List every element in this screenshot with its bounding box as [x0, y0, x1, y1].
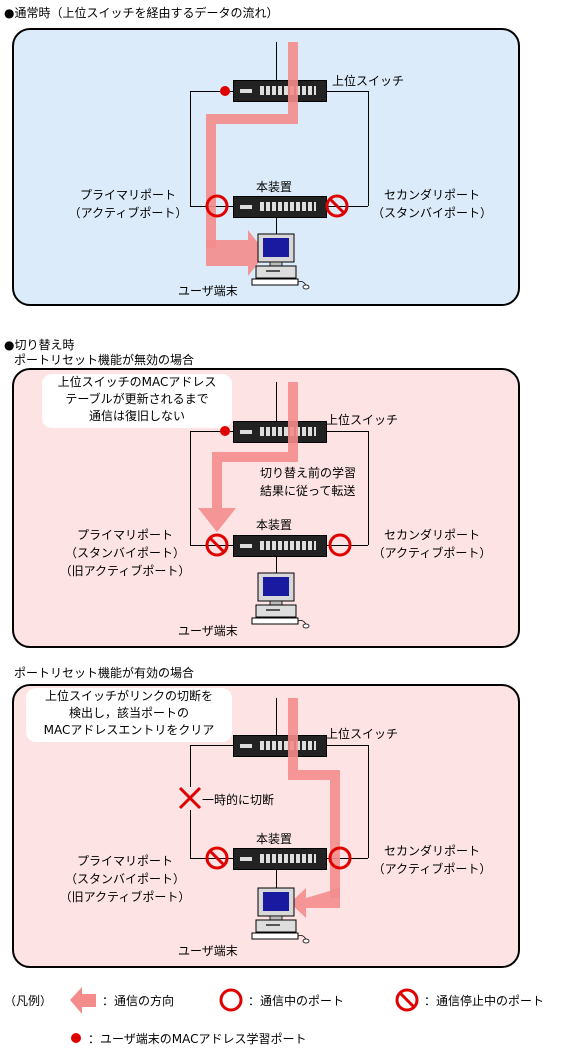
- user-terminal-icon: [251, 233, 310, 290]
- secondary-port-label: セカンダリポート （スタンバイポート）: [362, 186, 502, 222]
- primary-port-name: プライマリポート: [79, 188, 176, 202]
- wire-left-bottom: [190, 858, 234, 859]
- wire-right-top: [326, 745, 368, 746]
- secondary-port-state: （アクティブポート）: [372, 862, 492, 876]
- wire-right-top: [326, 431, 368, 432]
- traffic-arrow: [198, 382, 298, 532]
- legend-learning-dot-icon: [71, 1033, 81, 1043]
- legend-active-port-icon: [219, 988, 243, 1012]
- secondary-port-state: （アクティブポート）: [372, 546, 492, 560]
- primary-port-state: （アクティブポート）: [68, 206, 188, 220]
- wire-right: [368, 431, 369, 545]
- learning-note: 切り替え前の学習 結果に従って転送: [260, 464, 356, 500]
- device-label: 本装置: [256, 518, 293, 532]
- secondary-port-label: セカンダリポート （アクティブポート）: [362, 526, 502, 562]
- callout-line: 検出し，該当ポートの: [68, 706, 189, 720]
- legend-learning-text: ：ユーザ端末のMACアドレス学習ポート: [88, 1032, 307, 1046]
- wire-right-top: [326, 91, 368, 92]
- callout-line: MACアドレスエントリをクリア: [43, 723, 215, 737]
- stopped-port-icon: [325, 194, 349, 218]
- wire-left-top: [190, 745, 234, 746]
- terminal-label: ユーザ端末: [178, 284, 238, 298]
- secondary-port-state: （スタンバイポート）: [371, 206, 492, 220]
- primary-port-name: プライマリポート: [76, 528, 173, 542]
- uplink-line: [276, 42, 277, 80]
- device-switch: [233, 535, 327, 557]
- device-switch: [233, 848, 327, 870]
- secondary-port-label: セカンダリポート （アクティブポート）: [362, 842, 502, 878]
- section3-subtitle: ポートリセット機能が有効の場合: [14, 666, 195, 680]
- section2-subtitle: ポートリセット機能が無効の場合: [14, 353, 195, 367]
- device-to-terminal-line: [276, 868, 277, 888]
- wire-right: [368, 745, 369, 858]
- mac-learning-port-dot: [220, 86, 230, 96]
- primary-port-label: プライマリポート （スタンバイポート） （旧アクティブポート）: [50, 852, 200, 906]
- section1-title: ●通常時（上位スイッチを経由するデータの流れ）: [4, 6, 279, 20]
- device-label: 本装置: [256, 180, 293, 194]
- primary-port-state: （スタンバイポート）: [64, 546, 185, 560]
- secondary-port-name: セカンダリポート: [383, 188, 480, 202]
- device-to-terminal-line: [276, 555, 277, 575]
- learning-note-line: 切り替え前の学習: [260, 466, 357, 480]
- legend-stopped-text: ：通信停止中のポート: [424, 994, 545, 1008]
- upper-switch-label: 上位スイッチ: [332, 74, 405, 88]
- link-cut-icon: [178, 786, 202, 810]
- secondary-port-name: セカンダリポート: [383, 844, 480, 858]
- terminal-label: ユーザ端末: [178, 944, 238, 958]
- traffic-arrow: [206, 42, 298, 276]
- learning-note-line: 結果に従って転送: [260, 484, 356, 498]
- stopped-port-icon: [205, 846, 229, 870]
- legend-label: （凡例）: [4, 994, 53, 1008]
- callout-line: 通信は復旧しない: [88, 409, 185, 423]
- user-terminal-icon: [251, 572, 310, 629]
- uplink-line: [276, 698, 277, 736]
- device-label: 本装置: [256, 832, 293, 846]
- traffic-arrow: [288, 698, 340, 918]
- wire-left-top: [190, 91, 234, 92]
- secondary-port-name: セカンダリポート: [383, 528, 480, 542]
- legend-active-text: ：通信中のポート: [248, 994, 345, 1008]
- uplink-line: [276, 382, 277, 422]
- legend-direction-text: ：通信の方向: [102, 994, 175, 1008]
- upper-switch-label: 上位スイッチ: [326, 413, 399, 427]
- primary-port-former-state: （旧アクティブポート）: [59, 890, 191, 904]
- link-cut-label: 一時的に切断: [202, 793, 275, 807]
- primary-port-former-state: （旧アクティブポート）: [59, 564, 191, 578]
- wire-left: [190, 431, 191, 545]
- primary-port-name: プライマリポート: [76, 854, 173, 868]
- wire-left-top: [190, 431, 234, 432]
- wire-right-bottom: [326, 545, 368, 546]
- callout-line: 上位スイッチがリンクの切断を: [44, 689, 213, 703]
- terminal-label: ユーザ端末: [178, 624, 238, 638]
- legend-stopped-port-icon: [395, 988, 419, 1012]
- wire-right: [368, 91, 369, 206]
- wire-right-bottom: [326, 858, 368, 859]
- active-port-icon: [205, 194, 229, 218]
- wire-left-upper: [190, 745, 191, 787]
- active-port-icon: [328, 533, 352, 557]
- stopped-port-icon: [205, 533, 229, 557]
- wire-left-bottom: [190, 545, 234, 546]
- mac-learning-port-dot: [220, 426, 230, 436]
- callout-line: テーブルが更新されるまで: [65, 392, 209, 406]
- primary-port-label: プライマリポート （スタンバイポート） （旧アクティブポート）: [50, 526, 200, 580]
- device-to-terminal-line: [276, 216, 277, 236]
- callout-box: 上位スイッチがリンクの切断を 検出し，該当ポートの MACアドレスエントリをクリ…: [26, 688, 232, 742]
- primary-port-label: プライマリポート （アクティブポート）: [58, 186, 198, 222]
- wire-left: [190, 91, 191, 206]
- callout-line: 上位スイッチのMACアドレス: [57, 375, 217, 389]
- wire-left-lower: [190, 810, 191, 858]
- upper-switch-label: 上位スイッチ: [326, 727, 399, 741]
- legend-arrow-icon: [70, 987, 96, 1014]
- active-port-icon: [328, 846, 352, 870]
- section2-title: ●切り替え時: [4, 338, 75, 352]
- callout-box: 上位スイッチのMACアドレス テーブルが更新されるまで 通信は復旧しない: [42, 374, 232, 428]
- primary-port-state: （スタンバイポート）: [64, 872, 185, 886]
